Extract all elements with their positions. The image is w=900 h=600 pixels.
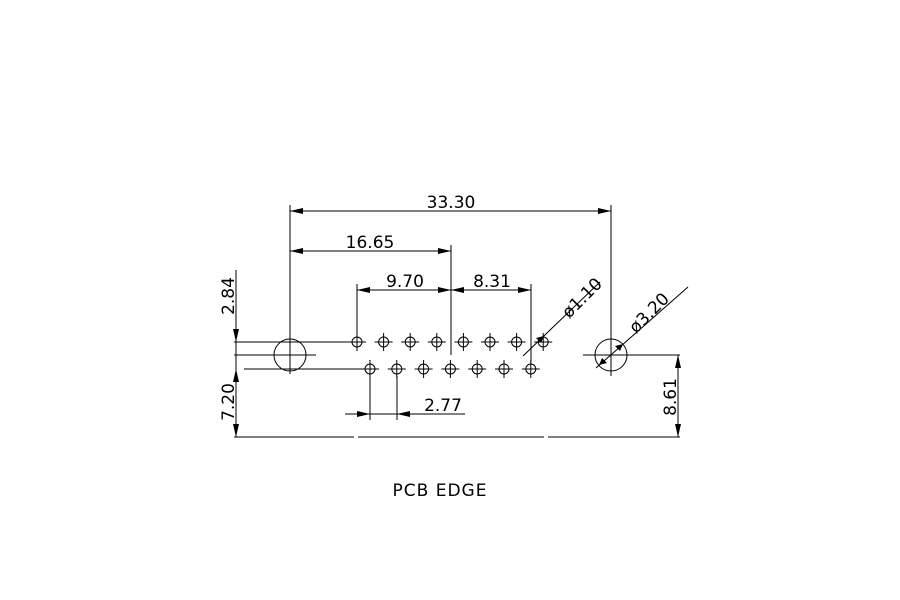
bottom-pin-hole	[521, 360, 540, 378]
mount-hole-leader	[595, 286, 689, 369]
top-pin-hole	[401, 333, 420, 351]
bottom-pin-hole	[414, 360, 433, 378]
label-edge-to-mount-hole: 8.61	[661, 378, 681, 416]
label-overall-width: 33.30	[427, 193, 476, 213]
bottom-pin-hole	[387, 360, 406, 378]
top-pin-hole	[481, 333, 499, 351]
dim-row-spacing	[233, 270, 239, 437]
label-mount-hole-dia: ø3.20	[625, 289, 673, 337]
pin-hole-leader	[522, 281, 601, 357]
bottom-pin-hole	[441, 360, 460, 378]
label-edge-to-bottom-row: 7.20	[219, 383, 239, 421]
dim-edge-to-mount-hole	[675, 355, 681, 437]
label-pin-hole-dia: ø1.10	[558, 274, 606, 322]
top-pin-row	[348, 333, 553, 351]
bottom-pin-hole	[361, 360, 379, 378]
label-row-spacing: 2.84	[219, 277, 239, 315]
left-mount-hole	[234, 330, 316, 374]
label-pin-pitch: 2.77	[424, 396, 462, 416]
dim-pin-row-span	[357, 287, 451, 293]
dim-pin-pitch	[345, 411, 465, 417]
top-pin-hole	[507, 333, 526, 351]
dim-overall-width	[290, 208, 611, 214]
bottom-pin-hole	[468, 360, 487, 378]
bottom-pin-hole	[495, 360, 513, 378]
label-pin-row-span: 9.70	[386, 272, 424, 292]
top-pin-hole	[374, 333, 393, 351]
top-pin-hole	[454, 333, 473, 351]
top-pin-hole	[427, 333, 446, 351]
label-row-offset: 8.31	[473, 272, 511, 292]
dim-row-offset	[451, 287, 531, 293]
drawing-title: PCB EDGE	[393, 481, 488, 501]
bottom-pin-row	[361, 360, 540, 378]
dim-half-width	[290, 248, 451, 254]
label-half-width: 16.65	[346, 233, 395, 253]
